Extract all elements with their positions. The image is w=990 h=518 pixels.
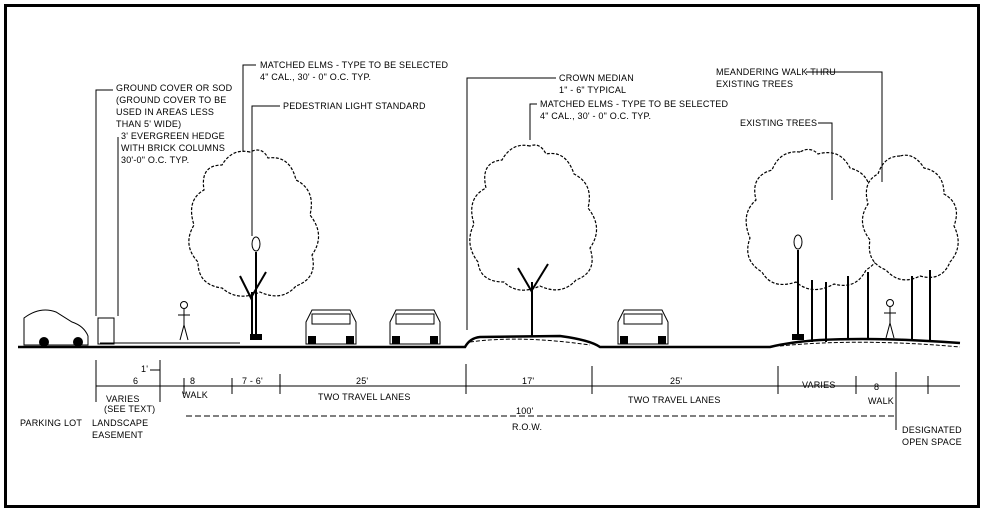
svg-text:USED IN AREAS LESS: USED IN AREAS LESS: [116, 107, 214, 117]
label-walk-left: WALK: [182, 390, 208, 400]
label-open-space: OPEN SPACE: [902, 437, 962, 447]
dim-8-left: 8: [190, 376, 195, 386]
label-two-travel-lanes-right: TWO TRAVEL LANES: [628, 395, 721, 405]
label-walk-right: WALK: [868, 396, 894, 406]
car-1: [305, 309, 357, 345]
left-tree: [188, 149, 320, 340]
svg-text:THAN 5' WIDE): THAN 5' WIDE): [116, 119, 181, 129]
median-tree: [469, 144, 598, 336]
dim-7-6: 7 - 6': [242, 376, 263, 386]
dim-25-right: 25': [670, 376, 682, 386]
dim-8-right: 8: [874, 382, 879, 392]
svg-text:4" CAL., 30' - 0" O.C. TYP.: 4" CAL., 30' - 0" O.C. TYP.: [540, 111, 651, 121]
svg-text:CROWN MEDIAN: CROWN MEDIAN: [559, 73, 634, 83]
svg-text:(GROUND COVER TO BE: (GROUND COVER TO BE: [116, 95, 226, 105]
label-see-text: (SEE TEXT): [104, 404, 155, 414]
parked-car: [23, 309, 89, 347]
label-row: R.O.W.: [512, 422, 542, 432]
dim-6: 6: [133, 376, 138, 386]
label-two-travel-lanes-left: TWO TRAVEL LANES: [318, 392, 411, 402]
label-varies-left: VARIES: [106, 394, 140, 404]
callout-existing-trees: EXISTING TREES: [740, 118, 817, 128]
svg-text:MATCHED ELMS - TYPE TO BE SELE: MATCHED ELMS - TYPE TO BE SELECTED: [260, 60, 448, 70]
svg-text:30'-0" O.C. TYP.: 30'-0" O.C. TYP.: [121, 155, 189, 165]
dimension-lines: [95, 360, 960, 430]
label-landscape: LANDSCAPE: [92, 418, 148, 428]
svg-text:EXISTING TREES: EXISTING TREES: [716, 79, 793, 89]
label-row-width: 100': [516, 406, 534, 416]
label-easement: EASEMENT: [92, 430, 143, 440]
callout-matched-elms-left: MATCHED ELMS - TYPE TO BE SELECTED 4" CA…: [260, 60, 448, 82]
dim-25-left: 25': [356, 376, 368, 386]
svg-text:GROUND COVER OR SOD: GROUND COVER OR SOD: [116, 83, 233, 93]
callout-ground-cover: GROUND COVER OR SOD (GROUND COVER TO BE …: [116, 83, 233, 129]
svg-text:3' EVERGREEN HEDGE: 3' EVERGREEN HEDGE: [121, 131, 225, 141]
callout-matched-elms-median: MATCHED ELMS - TYPE TO BE SELECTED 4" CA…: [540, 99, 728, 121]
dim-1ft: 1': [141, 364, 148, 374]
ground-profile: [18, 334, 961, 349]
callout-crown-median: CROWN MEDIAN 1" - 6" TYPICAL: [559, 73, 634, 95]
pedestrian-right: [884, 299, 896, 339]
pedestrian-left: [178, 301, 190, 341]
existing-trees: [745, 148, 959, 342]
svg-text:MEANDERING WALK THRU: MEANDERING WALK THRU: [716, 67, 836, 77]
car-3: [617, 309, 669, 345]
car-2: [389, 309, 441, 345]
pedestrian-light-left: [250, 236, 262, 340]
svg-text:1" - 6" TYPICAL: 1" - 6" TYPICAL: [559, 85, 626, 95]
callout-pedestrian-light: PEDESTRIAN LIGHT STANDARD: [283, 101, 426, 111]
svg-text:4" CAL., 30' - 0" O.C. TYP.: 4" CAL., 30' - 0" O.C. TYP.: [260, 72, 371, 82]
dim-17: 17': [522, 376, 534, 386]
svg-text:WITH BRICK COLUMNS: WITH BRICK COLUMNS: [121, 143, 225, 153]
callout-leaders: [95, 64, 883, 330]
callout-hedge: 3' EVERGREEN HEDGE WITH BRICK COLUMNS 30…: [121, 131, 225, 165]
svg-text:MATCHED ELMS - TYPE TO BE SELE: MATCHED ELMS - TYPE TO BE SELECTED: [540, 99, 728, 109]
label-designated: DESIGNATED: [902, 425, 962, 435]
callout-meandering-walk: MEANDERING WALK THRU EXISTING TREES: [716, 67, 836, 89]
label-parking-lot: PARKING LOT: [20, 418, 82, 428]
pedestrian-light-right: [792, 234, 804, 340]
dim-varies-right: VARIES: [802, 380, 836, 390]
hedge-column: [97, 317, 115, 345]
